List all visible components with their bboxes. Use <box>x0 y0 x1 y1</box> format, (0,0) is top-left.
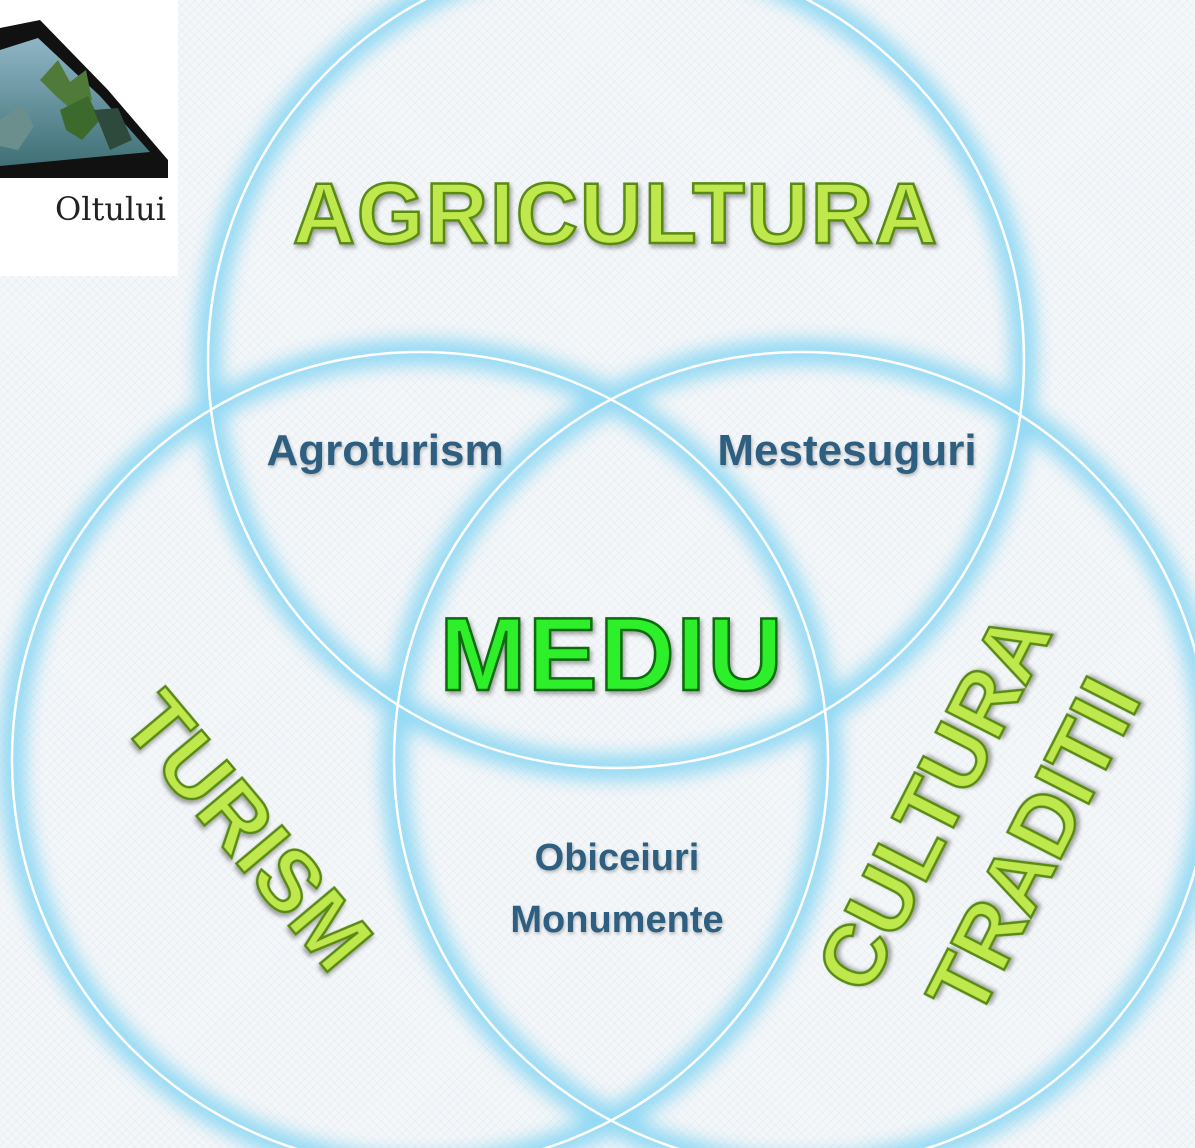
label-mestesuguri: Mestesuguri <box>717 426 976 475</box>
label-agroturism: Agroturism <box>266 426 503 475</box>
logo: Oltului <box>0 0 178 276</box>
label-agricultura: AGRICULTURA <box>293 166 939 262</box>
label-monumente: Monumente <box>510 899 723 941</box>
label-turism: TURISM <box>105 674 390 988</box>
circle-agricultura <box>206 0 1026 770</box>
label-mediu: MEDIU <box>439 597 784 713</box>
logo-mountain-image <box>0 20 168 178</box>
label-obiceiuri: Obiceiuri <box>535 837 700 879</box>
circle-cultura <box>392 350 1195 1148</box>
logo-caption: Oltului <box>54 190 166 228</box>
circle-turism <box>10 350 830 1148</box>
